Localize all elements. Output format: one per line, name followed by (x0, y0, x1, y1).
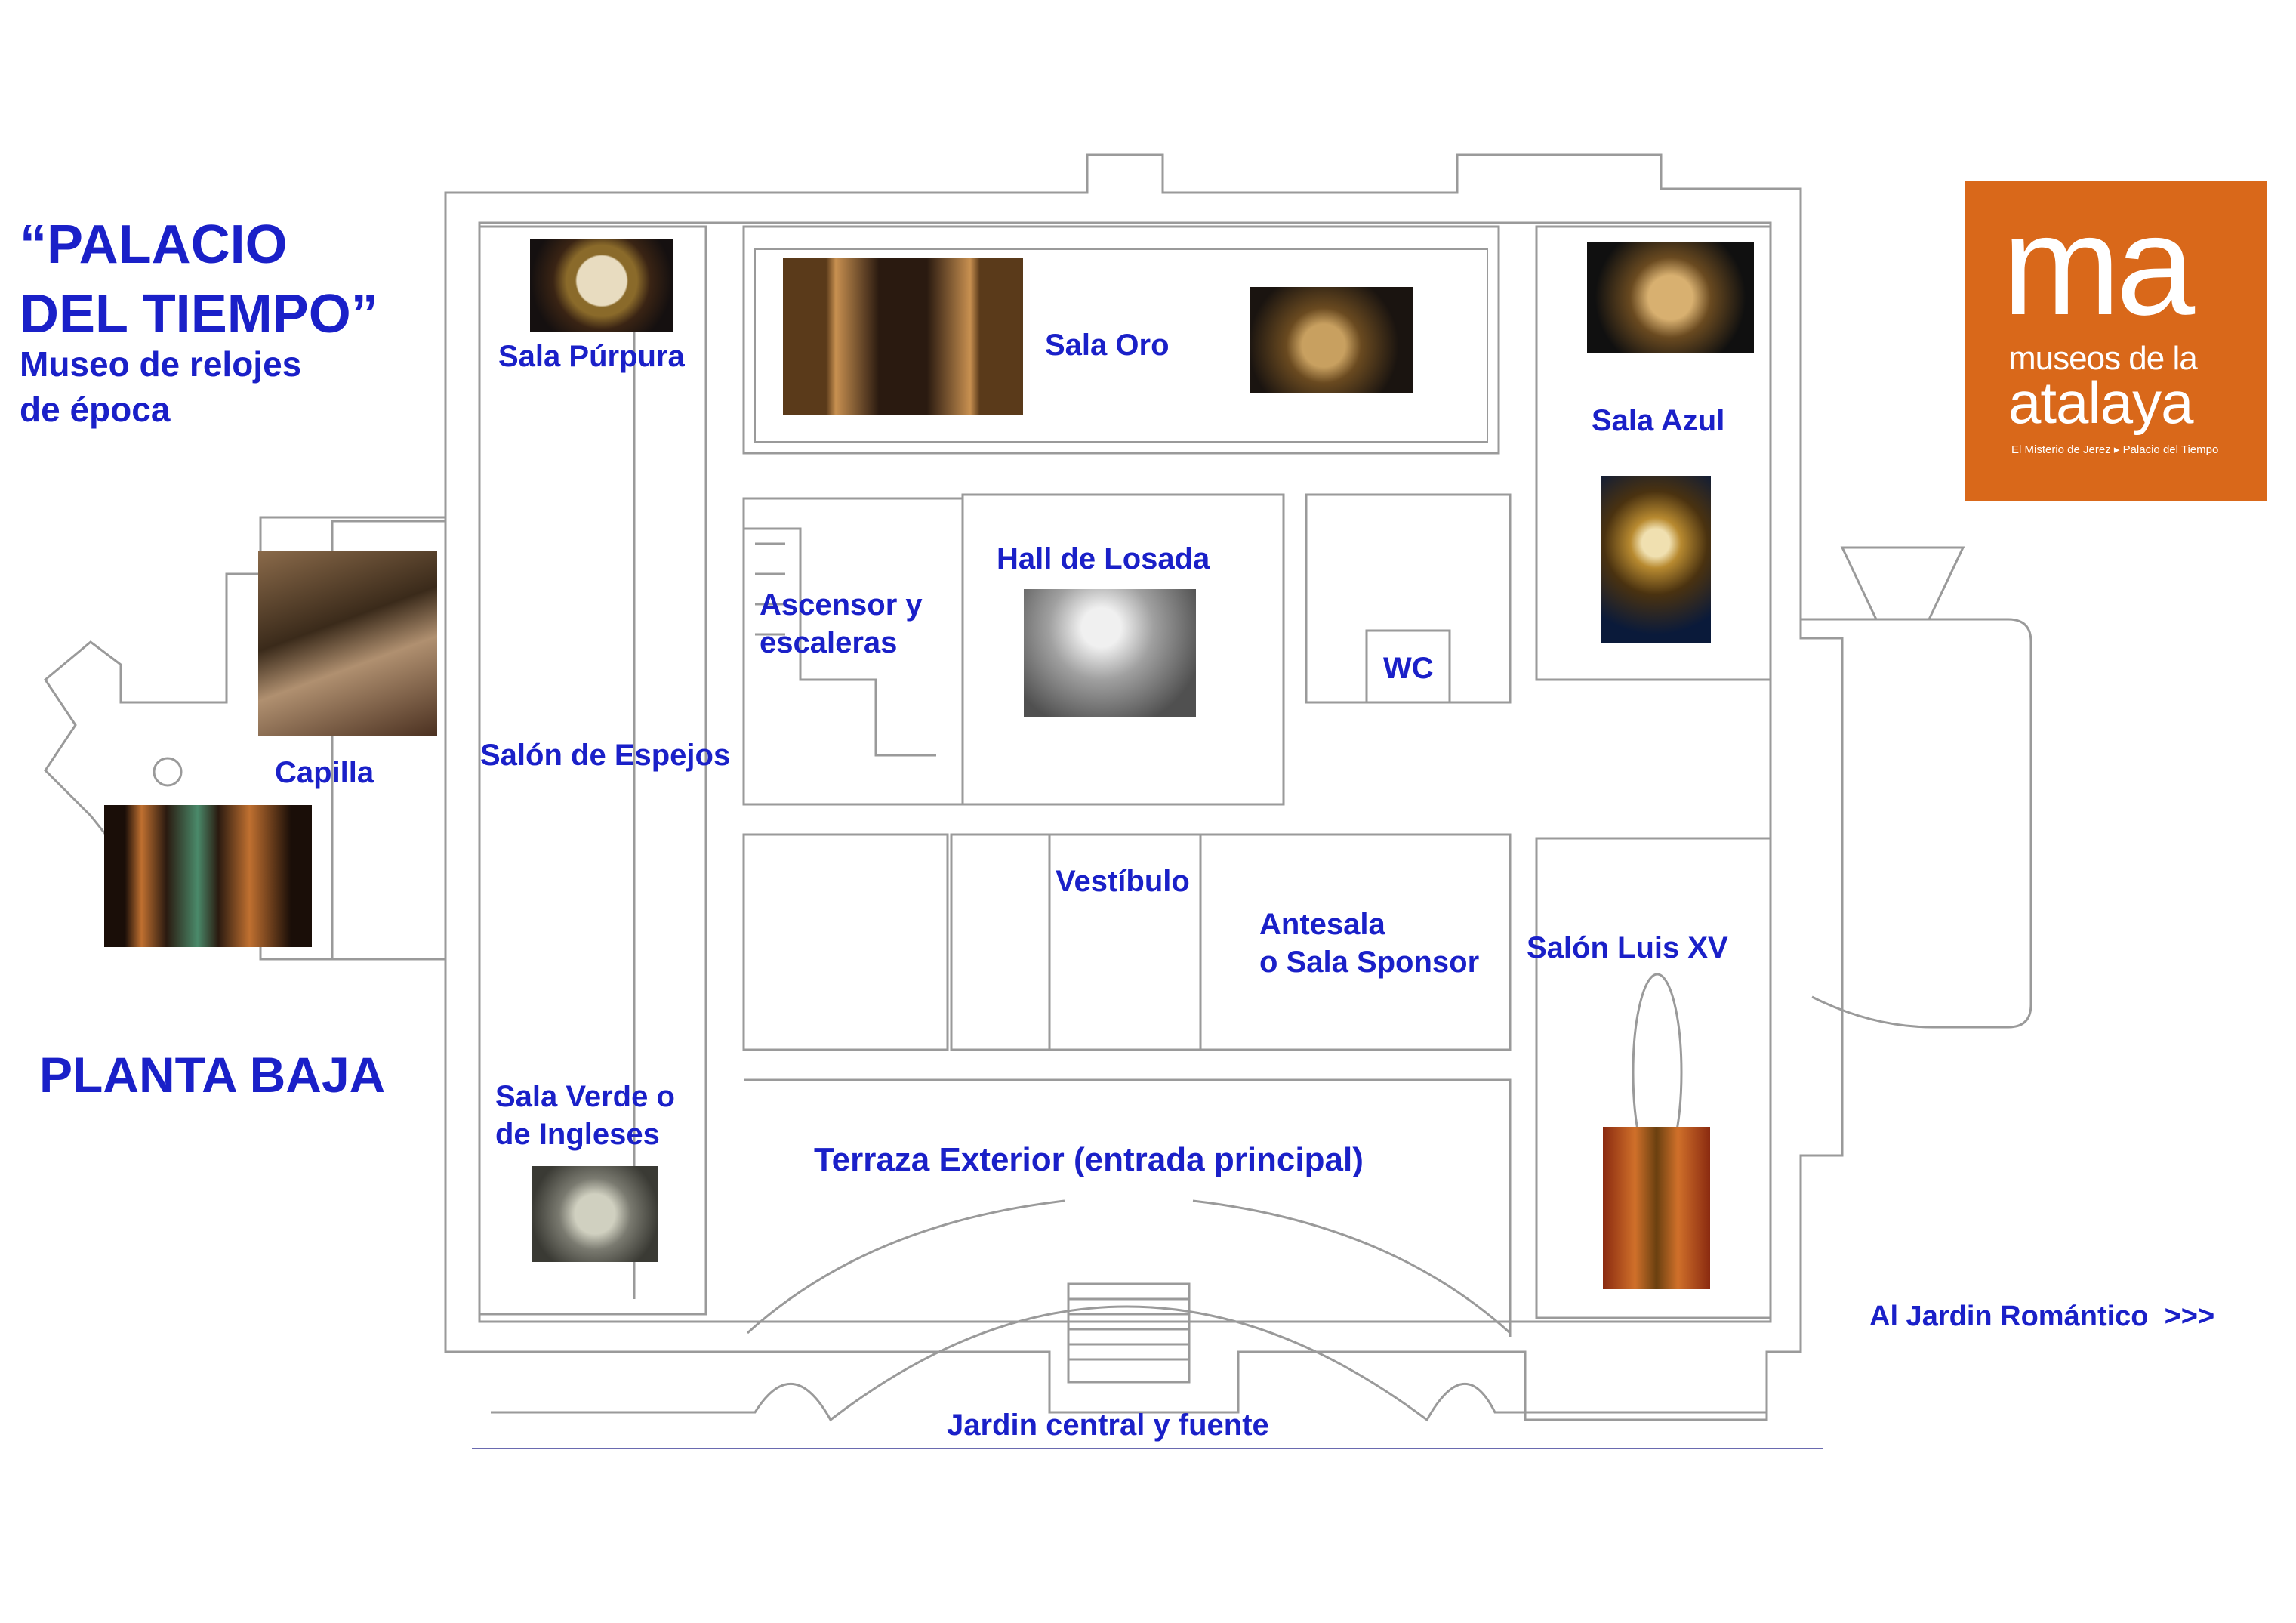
photo-sala-azul-2 (1601, 476, 1711, 643)
photo-hall-losada (1024, 589, 1196, 717)
photo-sala-oro-1 (783, 258, 1023, 415)
label-antesala: Antesala o Sala Sponsor (1259, 908, 1480, 979)
wall-wc-inner (1365, 629, 1451, 704)
label-salon-espejos: Salón de Espejos (480, 739, 731, 772)
wall-sala-oro-inner (754, 248, 1488, 443)
front-steps (1067, 1282, 1191, 1384)
front-balustrade-right (1192, 1199, 1512, 1335)
museum-logo: ma museos de la atalaya El Misterio de J… (1965, 181, 2267, 501)
photo-capilla-1 (258, 551, 437, 736)
floor-label: PLANTA BAJA (39, 1047, 386, 1103)
capilla-altar (153, 757, 183, 787)
front-balustrade-left (746, 1199, 1065, 1335)
label-vestibulo: Vestíbulo (1056, 865, 1190, 898)
label-hall-losada: Hall de Losada (997, 542, 1210, 575)
link-jardin-romantico[interactable]: Al Jardin Romántico >>> (1869, 1301, 2215, 1332)
label-jardin-central: Jardin central y fuente (947, 1409, 1269, 1442)
wall-west-wing (478, 225, 707, 1316)
label-terraza: Terraza Exterior (entrada principal) (814, 1141, 1364, 1178)
label-sala-verde: Sala Verde o de Ingleses (495, 1080, 675, 1151)
building-outline (331, 153, 1844, 1421)
wall-east-annex (1801, 618, 2032, 1029)
label-sala-oro: Sala Oro (1045, 329, 1170, 362)
photo-sala-purpura (530, 239, 673, 332)
page-subtitle: Museo de relojes de época (20, 344, 302, 429)
wall-terraza (744, 1078, 1512, 1337)
east-gazebo (1840, 546, 1965, 621)
label-ascensor: Ascensor y escaleras (760, 588, 923, 659)
garden-arc (491, 1305, 1767, 1422)
wall-antesala (1199, 833, 1512, 1051)
label-sala-azul: Sala Azul (1592, 404, 1725, 437)
stairs (744, 527, 936, 757)
photo-sala-azul-1 (1587, 242, 1754, 353)
page-title: “PALACIO DEL TIEMPO” (20, 214, 378, 344)
photo-salon-luis (1603, 1127, 1710, 1289)
label-wc: WC (1383, 652, 1434, 685)
label-capilla: Capilla (275, 756, 374, 789)
wall-hall-losada (961, 493, 1285, 806)
logo-text-line1: museos de la (2008, 340, 2198, 377)
label-salon-luis: Salón Luis XV (1527, 931, 1728, 964)
wall-left-lower-room (742, 833, 949, 1051)
logo-text-line2: atalaya (2008, 369, 2194, 436)
wall-salon-luis (1535, 837, 1772, 1319)
logo-mark: ma (2002, 186, 2195, 344)
wall-sala-oro (742, 225, 1500, 455)
photo-capilla-2 (104, 805, 312, 947)
wall-sala-azul (1535, 225, 1772, 681)
logo-tagline: El Misterio de Jerez ▸ Palacio del Tiemp… (2011, 443, 2219, 456)
photo-sala-oro-2 (1250, 287, 1413, 393)
photo-sala-verde (532, 1166, 658, 1262)
label-sala-purpura: Sala Púrpura (498, 340, 685, 373)
